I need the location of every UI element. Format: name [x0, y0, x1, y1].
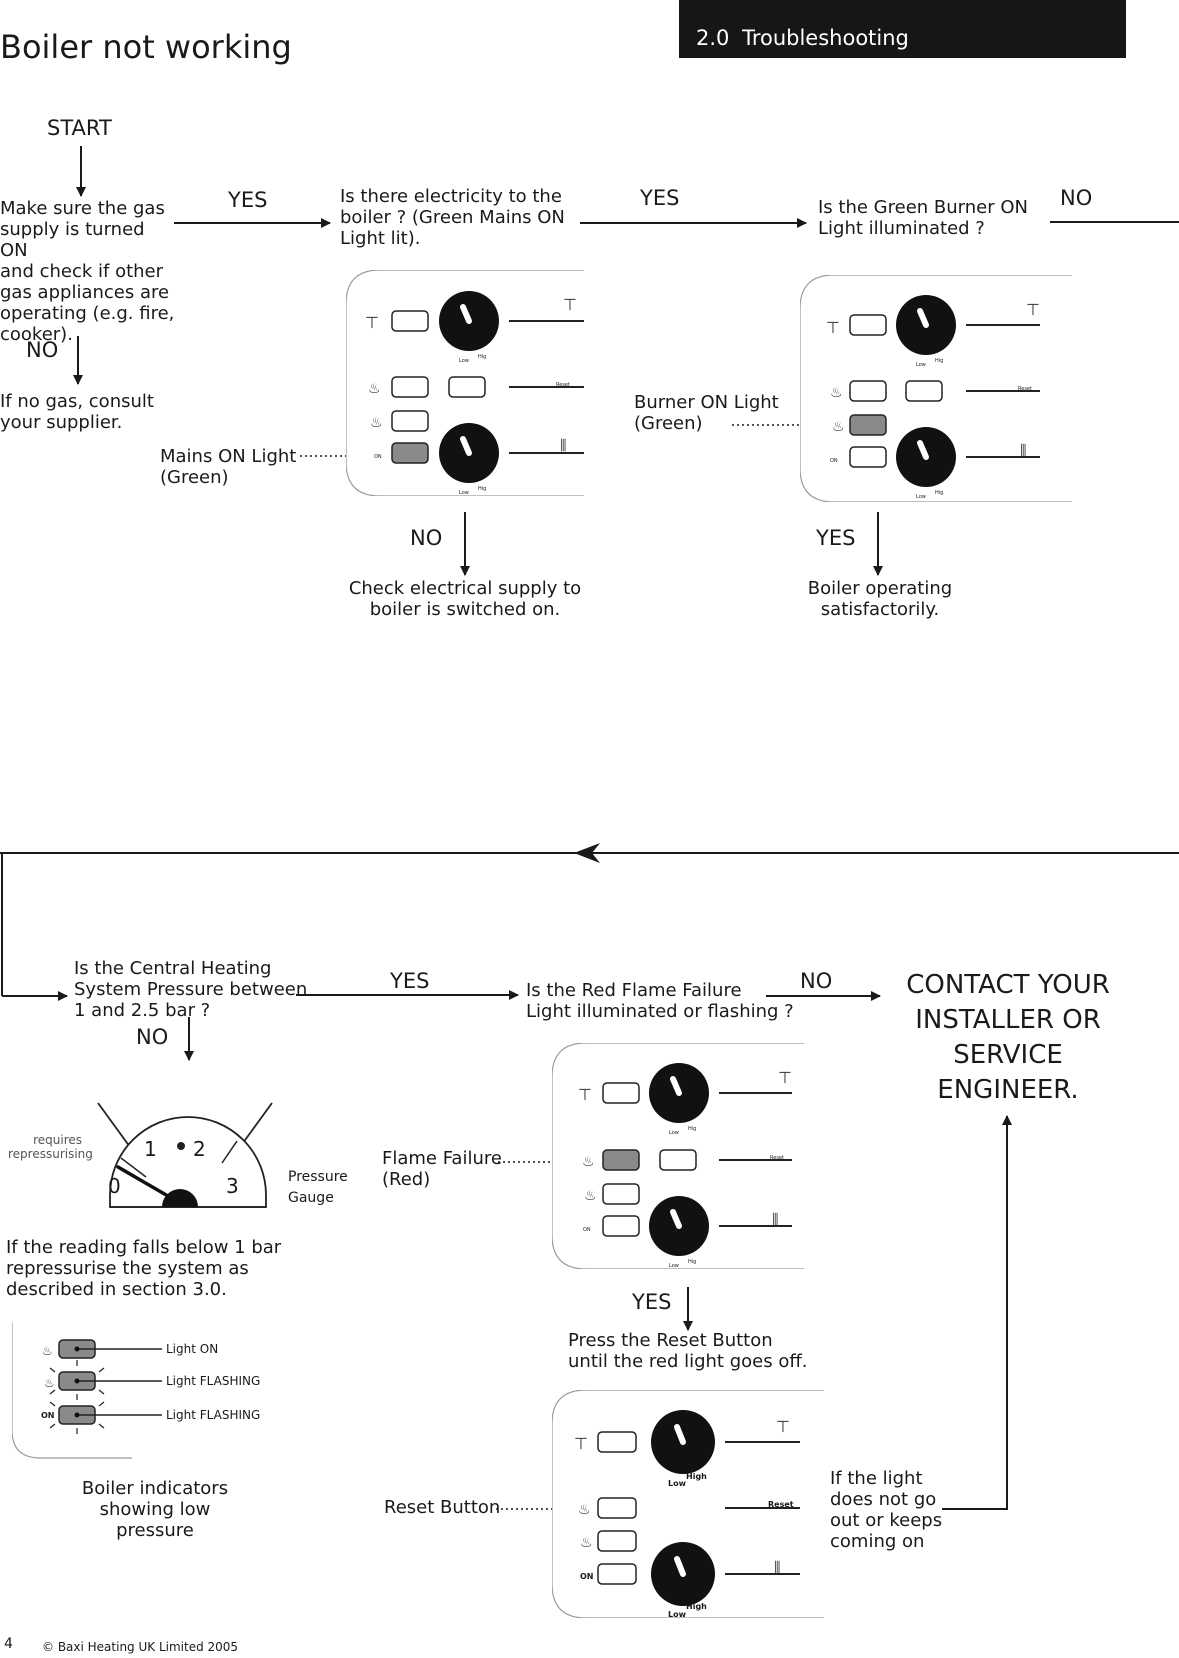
start-label: START: [47, 116, 112, 140]
yes-reset-label: YES: [632, 1290, 672, 1314]
svg-text:♨: ♨: [830, 385, 843, 401]
page-title: Boiler not working: [0, 28, 292, 66]
reset-label: Reset: [768, 1500, 794, 1509]
boiler-indicators-diagram: ♨ ♨ ON Light ON Light FLASHING Light FLA…: [12, 1322, 272, 1460]
reset-instruction: Press the Reset Button until the red lig…: [568, 1330, 808, 1372]
low-label: Low: [668, 1479, 686, 1488]
high-label: High: [686, 1472, 707, 1481]
svg-text:♨: ♨: [580, 1535, 593, 1551]
section-header-bar: [679, 0, 1126, 58]
svg-text:♨: ♨: [832, 419, 845, 435]
low-label: Low: [668, 1610, 686, 1619]
high-label: Hig: [935, 358, 944, 364]
gauge-tick-0: 0: [108, 1174, 121, 1198]
svg-text:⫼: ⫼: [1020, 443, 1026, 459]
no-elec-label: NO: [410, 526, 443, 550]
low-pressure-text: If the reading falls below 1 bar repress…: [6, 1237, 282, 1300]
high-label: Hig: [478, 354, 487, 360]
control-panel-burner: ⊤ ⊤ ♨ ♨ ⫼ Low Hig Low Hig Reset ON: [800, 275, 1072, 502]
high-label: Hig: [935, 490, 944, 496]
high-label: Hig: [688, 1126, 697, 1132]
mains-callout: Mains ON Light (Green): [160, 446, 297, 488]
reset-label: Reset: [770, 1155, 784, 1161]
svg-text:⫼: ⫼: [774, 1560, 780, 1576]
high-label: Hig: [688, 1259, 697, 1265]
high-label: High: [686, 1602, 707, 1611]
yes-label-3: YES: [390, 969, 430, 993]
pressure-gauge: 0 1 2 3 requires repressurising Pressure…: [0, 1085, 360, 1215]
on-tag: ON: [41, 1411, 55, 1420]
electricity-question: Is there electricity to the boiler ? (Gr…: [340, 186, 565, 249]
svg-text:♨: ♨: [44, 1376, 55, 1390]
red-flame-question: Is the Red Flame Failure Light illuminat…: [526, 980, 794, 1022]
no-elec-text: Check electrical supply to boiler is swi…: [348, 578, 582, 620]
page-number: 4: [4, 1636, 13, 1652]
on-label: ON: [830, 458, 838, 464]
indicator-light-flashing: Light FLASHING: [166, 1374, 261, 1388]
pressure-gauge-label: Pressure Gauge: [288, 1169, 348, 1206]
no-gas-label: NO: [26, 338, 59, 362]
ch-pressure-question: Is the Central Heating System Pressure b…: [74, 958, 308, 1021]
yes-ok-label: YES: [816, 526, 856, 550]
high-label: Hig: [478, 486, 487, 492]
indicator-light-flashing: Light FLASHING: [166, 1408, 261, 1422]
svg-text:♨: ♨: [578, 1502, 591, 1518]
reset-button-callout: Reset Button: [384, 1497, 501, 1518]
svg-text:⫼: ⫼: [772, 1212, 778, 1228]
yes-label-1: YES: [228, 188, 268, 212]
light-persists-text: If the light does not go out or keeps co…: [830, 1468, 943, 1552]
no-red-label: NO: [800, 969, 833, 993]
svg-text:⊤: ⊤: [826, 318, 840, 337]
svg-text:⊤: ⊤: [578, 1085, 592, 1104]
requires-repressurising: requires repressurising: [8, 1133, 93, 1161]
svg-text:♨: ♨: [42, 1344, 53, 1358]
svg-text:⊤: ⊤: [776, 1417, 790, 1436]
on-label: ON: [580, 1572, 594, 1581]
burner-question: Is the Green Burner ON Light illuminated…: [818, 197, 1028, 239]
contact-engineer-text: CONTACT YOUR INSTALLER OR SERVICE ENGINE…: [888, 968, 1128, 1108]
svg-text:⊤: ⊤: [1026, 300, 1040, 319]
low-label: Low: [669, 1263, 679, 1269]
svg-text:⊤: ⊤: [574, 1434, 588, 1453]
svg-text:⊤: ⊤: [365, 313, 379, 332]
loop-arrowhead: [574, 843, 600, 863]
reset-label: Reset: [1018, 386, 1032, 392]
low-label: Low: [916, 494, 926, 500]
svg-text:♨: ♨: [370, 415, 383, 431]
svg-text:⫼: ⫼: [560, 438, 566, 454]
yes-label-2: YES: [640, 186, 680, 210]
indicators-caption: Boiler indicators showing low pressure: [81, 1478, 229, 1541]
gas-check-text: Make sure the gas supply is turned ON an…: [0, 198, 175, 345]
reset-label: Reset: [556, 382, 570, 388]
indicator-light-on: Light ON: [166, 1342, 219, 1356]
no-press-label: NO: [136, 1025, 169, 1049]
control-panel-flame-failure: ⊤ ⊤ ♨ ♨ ⫼ Low Hig Low Hig Reset ON: [552, 1043, 804, 1269]
burner-callout: Burner ON Light (Green): [634, 392, 779, 434]
low-label: Low: [916, 362, 926, 368]
svg-text:⊤: ⊤: [778, 1068, 792, 1087]
svg-text:♨: ♨: [368, 381, 381, 397]
gauge-tick-2: 2: [193, 1137, 206, 1161]
svg-text:⊤: ⊤: [563, 295, 577, 314]
ok-text: Boiler operating satisfactorily.: [807, 578, 953, 620]
gauge-tick-3: 3: [226, 1174, 239, 1198]
svg-text:♨: ♨: [584, 1188, 597, 1204]
control-panel-mains: ⊤ ⊤ ♨ ♨ ⫼ Low Hig Low Hig Reset ON: [346, 270, 584, 496]
no-burner-label: NO: [1060, 186, 1093, 210]
low-label: Low: [459, 358, 469, 364]
contact-text: CONTACT YOUR INSTALLER OR SERVICE ENGINE…: [906, 970, 1110, 1105]
gauge-needle: [116, 1165, 182, 1205]
on-label: ON: [374, 454, 382, 460]
gauge-tick-1: 1: [144, 1137, 157, 1161]
low-label: Low: [459, 490, 469, 496]
arrow-persists-up: [942, 1116, 1008, 1510]
on-label: ON: [583, 1227, 591, 1233]
svg-text:♨: ♨: [582, 1154, 595, 1170]
no-gas-text: If no gas, consult your supplier.: [0, 391, 154, 433]
low-label: Low: [669, 1130, 679, 1136]
control-panel-reset: ⊤ ⊤ ♨ ♨ ⫼ Low High Low High Reset ON: [552, 1390, 824, 1619]
copyright: © Baxi Heating UK Limited 2005: [42, 1640, 239, 1654]
section-header: 2.0 Troubleshooting: [696, 26, 909, 50]
flame-failure-callout: Flame Failure (Red): [382, 1148, 502, 1190]
